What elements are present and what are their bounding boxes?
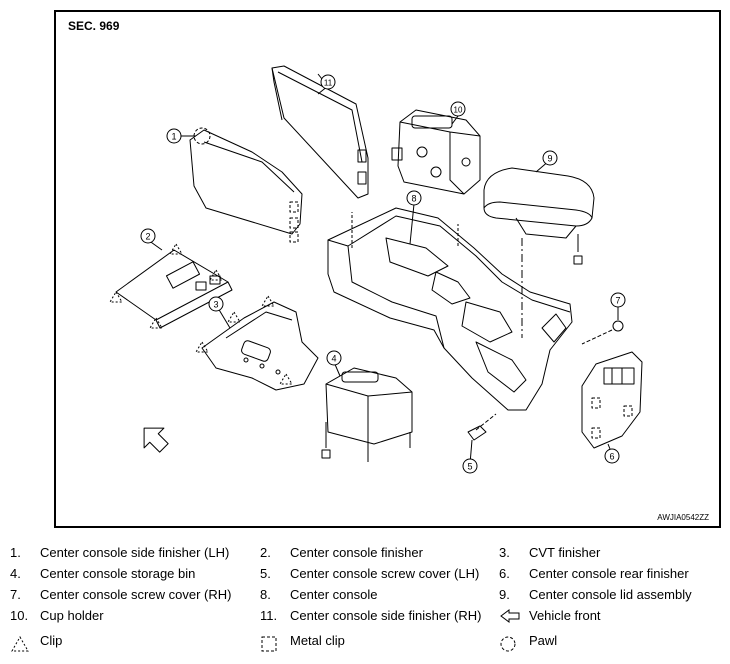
part-11-side-finisher-rh [271,65,369,199]
exploded-diagram: SEC. 969 [54,10,721,528]
section-title: SEC. 969 [68,19,120,33]
part-6-rear-finisher [581,351,643,449]
clip-markers [109,243,293,385]
callout-8: 8 [406,190,422,206]
part-8-center-console [327,207,573,411]
callout-label: 8 [411,194,416,204]
callout-6: 6 [604,448,620,464]
callout-10: 10 [450,101,466,117]
callout-5: 5 [462,458,478,474]
callout-label: 7 [615,296,620,306]
callout-label: 1 [171,132,176,142]
part-5-screw-cover-lh [467,413,497,441]
callout-label: 2 [145,232,150,242]
figure-code: AWJIA0542ZZ [657,513,709,522]
callout-3: 3 [208,296,224,312]
part-1-side-finisher-lh [189,127,303,243]
clip-triangle-icon [11,635,29,652]
callout-label: 9 [547,154,552,164]
metal-clip-square-icon [261,636,277,652]
callout-11: 11 [320,74,336,90]
part-4-storage-bin [321,367,413,462]
callout-label: 11 [324,79,333,88]
vehicle-front-arrow-icon [143,427,169,453]
callout-7: 7 [610,292,626,308]
part-2-console-finisher [115,249,233,329]
callout-label: 10 [454,106,463,115]
part-9-lid-assembly [483,167,595,338]
callout-2: 2 [140,228,156,244]
part-7-screw-cover-rh [581,320,624,345]
callout-label: 5 [467,462,472,472]
callout-label: 6 [609,452,614,462]
callout-label: 3 [213,300,218,310]
callout-1: 1 [166,128,182,144]
pawl-circle-icon [500,636,516,652]
diagram-drawing: 1 2 3 4 5 6 7 8 9 10 11 [109,65,643,474]
vehicle-front-arrow-icon [500,609,520,623]
callout-label: 4 [331,354,336,364]
callout-4: 4 [326,350,342,366]
part-10-cup-holder [391,109,481,195]
callout-9: 9 [542,150,558,166]
part-3-cvt-finisher [201,301,319,391]
